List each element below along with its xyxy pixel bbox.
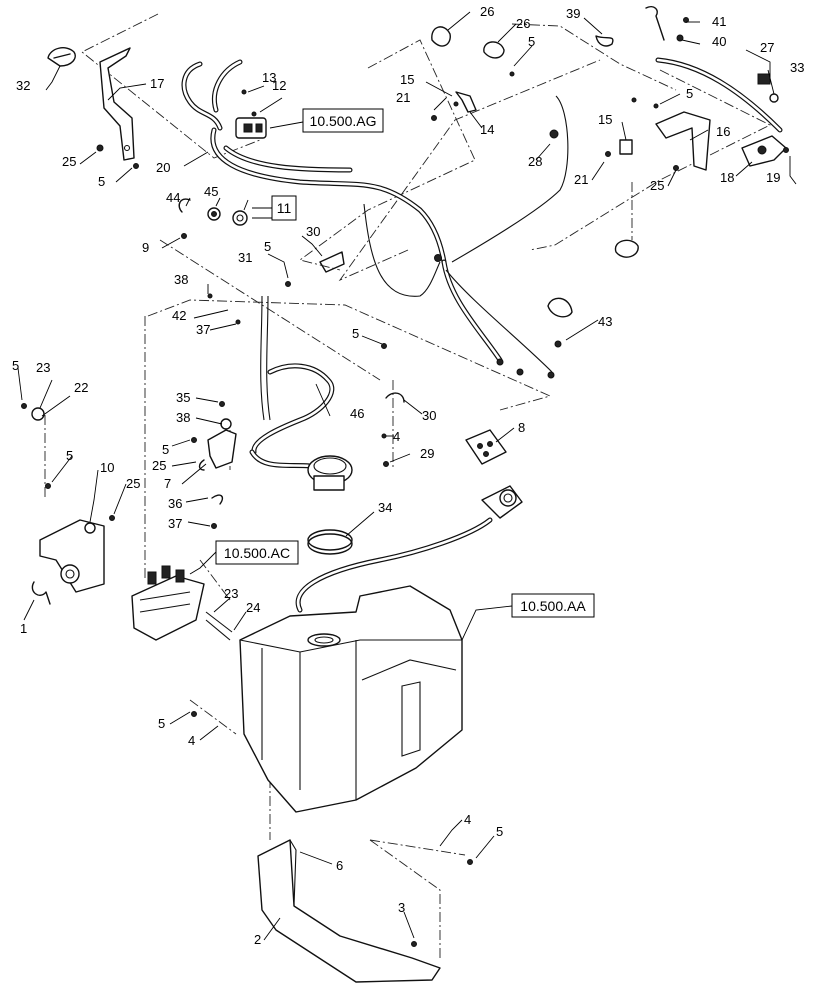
callout-6: 6 bbox=[336, 858, 343, 873]
callout-5-b: 5 bbox=[528, 34, 535, 49]
callout-30-b: 30 bbox=[422, 408, 436, 423]
callout-38-b: 38 bbox=[176, 410, 190, 425]
callout-35: 35 bbox=[176, 390, 190, 405]
callout-5-a: 5 bbox=[98, 174, 105, 189]
callout-8: 8 bbox=[518, 420, 525, 435]
valve-12 bbox=[235, 117, 267, 139]
callout-15-a: 15 bbox=[400, 72, 414, 87]
callout-23: 23 bbox=[224, 586, 238, 601]
callout-4-mid: 4 bbox=[393, 429, 400, 444]
callout-39: 39 bbox=[566, 6, 580, 21]
fuel-tank bbox=[239, 585, 463, 813]
callout-5-j: 5 bbox=[496, 824, 503, 839]
callout-33: 33 bbox=[790, 60, 804, 75]
reference-label-kit: 11 bbox=[277, 200, 292, 216]
callout-36: 36 bbox=[168, 496, 182, 511]
callout-14: 14 bbox=[480, 122, 494, 137]
reference-box-aa[interactable]: 10.500.AA bbox=[511, 593, 595, 618]
bolt-25-upper-left bbox=[96, 144, 139, 169]
callout-19: 19 bbox=[766, 170, 780, 185]
grommets-44-45 bbox=[178, 198, 248, 226]
clamps-26-39 bbox=[431, 26, 639, 318]
reference-label-ac: 10.500.AC bbox=[224, 545, 290, 561]
bracket-10 bbox=[21, 403, 105, 605]
callout-5-e: 5 bbox=[352, 326, 359, 341]
bracket-7 bbox=[191, 401, 237, 529]
reference-box-kit[interactable]: 11 bbox=[271, 195, 297, 221]
callout-25-b: 25 bbox=[650, 178, 664, 193]
callout-40: 40 bbox=[712, 34, 726, 49]
callout-4-right: 4 bbox=[464, 812, 471, 827]
upper-harness-20 bbox=[181, 59, 569, 379]
callout-21-b: 21 bbox=[574, 172, 588, 187]
bracket-17 bbox=[47, 47, 135, 161]
callout-15-b: 15 bbox=[598, 112, 612, 127]
reference-box-ag[interactable]: 10.500.AG bbox=[302, 108, 384, 133]
callout-5-f: 5 bbox=[12, 358, 19, 373]
callout-28: 28 bbox=[528, 154, 542, 169]
callout-37-b: 37 bbox=[168, 516, 182, 531]
callout-20: 20 bbox=[156, 160, 170, 175]
callout-42: 42 bbox=[172, 308, 186, 323]
valve-block bbox=[131, 565, 233, 641]
callout-3: 3 bbox=[398, 900, 405, 915]
filler-neck bbox=[295, 485, 523, 613]
right-hose-27 bbox=[645, 6, 783, 133]
lower-harness-46 bbox=[249, 295, 353, 491]
callout-9: 9 bbox=[142, 240, 149, 255]
phantom-lines bbox=[44, 13, 772, 960]
callout-23-left: 23 bbox=[36, 360, 50, 375]
callout-43: 43 bbox=[598, 314, 612, 329]
callout-25-a: 25 bbox=[62, 154, 76, 169]
callout-25-c: 25 bbox=[152, 458, 166, 473]
callout-37-a: 37 bbox=[196, 322, 210, 337]
callout-27: 27 bbox=[760, 40, 774, 55]
callout-24: 24 bbox=[246, 600, 260, 615]
callout-10: 10 bbox=[100, 460, 114, 475]
callout-5-g: 5 bbox=[162, 442, 169, 457]
callout-25-d: 25 bbox=[126, 476, 140, 491]
callout-22: 22 bbox=[74, 380, 88, 395]
reference-box-ac[interactable]: 10.500.AC bbox=[215, 540, 299, 565]
callout-32: 32 bbox=[16, 78, 30, 93]
callout-34: 34 bbox=[378, 500, 392, 515]
callout-26-b: 26 bbox=[516, 16, 530, 31]
callout-5-c: 5 bbox=[686, 86, 693, 101]
callout-5-i: 5 bbox=[158, 716, 165, 731]
callout-17: 17 bbox=[150, 76, 164, 91]
callout-38-a: 38 bbox=[174, 272, 188, 287]
callout-4-left: 4 bbox=[188, 733, 195, 748]
callout-41: 41 bbox=[712, 14, 726, 29]
callout-31: 31 bbox=[238, 250, 252, 265]
callout-5-h: 5 bbox=[66, 448, 73, 463]
callout-30-a: 30 bbox=[306, 224, 320, 239]
bracket-2 bbox=[257, 839, 441, 983]
leader-lines bbox=[17, 11, 797, 941]
callout-45: 45 bbox=[204, 184, 218, 199]
clamp-34 bbox=[307, 529, 353, 555]
decal-8 bbox=[465, 429, 507, 465]
callout-7: 7 bbox=[164, 476, 171, 491]
callout-1: 1 bbox=[20, 621, 27, 636]
callout-13: 13 bbox=[262, 70, 276, 85]
callout-5-d: 5 bbox=[264, 239, 271, 254]
callout-2: 2 bbox=[254, 932, 261, 947]
callout-numbers: 1 2 3 4 4 4 5 5 5 5 5 5 5 5 5 5 6 7 8 9 … bbox=[12, 4, 804, 947]
callout-12: 12 bbox=[272, 78, 286, 93]
callout-16: 16 bbox=[716, 124, 730, 139]
callout-29: 29 bbox=[420, 446, 434, 461]
callout-21-a: 21 bbox=[396, 90, 410, 105]
reference-label-aa: 10.500.AA bbox=[520, 598, 586, 614]
callout-44: 44 bbox=[166, 190, 180, 205]
callout-26-a: 26 bbox=[480, 4, 494, 19]
callout-18: 18 bbox=[720, 170, 734, 185]
callout-46: 46 bbox=[350, 406, 364, 421]
bracket-16 bbox=[655, 111, 787, 171]
reference-label-ag: 10.500.AG bbox=[310, 113, 377, 129]
